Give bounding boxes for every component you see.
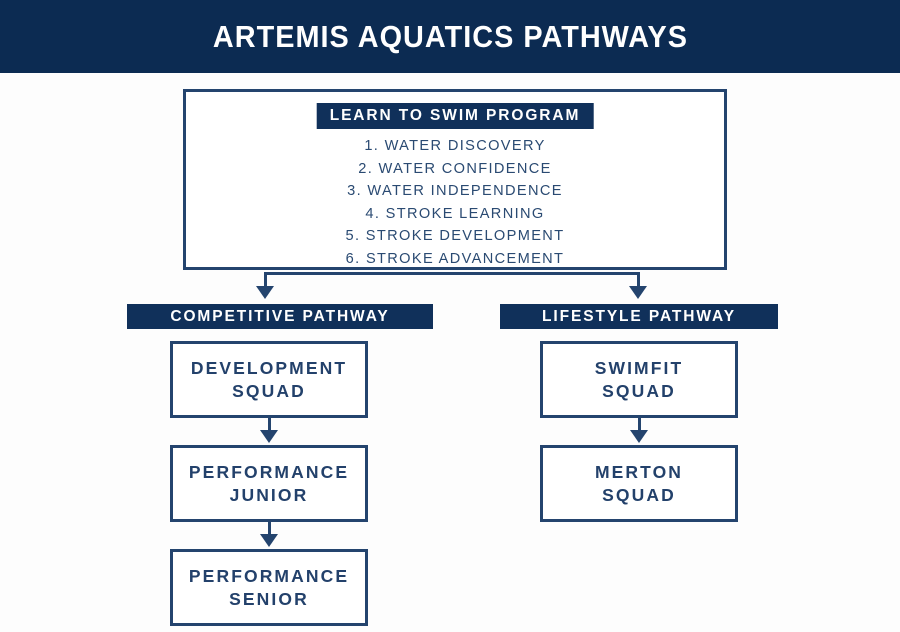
- list-item: 2. WATER CONFIDENCE: [358, 160, 552, 177]
- connector-stem-competitive: [264, 272, 267, 287]
- squad-label: SWIMFIT SQUAD: [594, 357, 684, 401]
- arrow-down-icon-lifestyle: [629, 286, 647, 299]
- list-item: 6. STROKE ADVANCEMENT: [345, 250, 565, 267]
- connector-stem-development-to-junior: [268, 418, 271, 432]
- squad-label: MERTON SQUAD: [594, 461, 684, 505]
- learn-to-swim-stage-list: 1. WATER DISCOVERY 2. WATER CONFIDENCE 3…: [186, 135, 724, 271]
- squad-label: PERFORMANCE JUNIOR: [188, 461, 350, 505]
- arrow-down-icon-development-to-junior: [260, 430, 278, 443]
- banner-lifestyle-pathway: LIFESTYLE PATHWAY: [500, 304, 778, 329]
- squad-label: PERFORMANCE SENIOR: [188, 565, 350, 609]
- learn-to-swim-program-box: LEARN TO SWIM PROGRAM 1. WATER DISCOVERY…: [183, 89, 727, 270]
- arrow-down-icon-junior-to-senior: [260, 534, 278, 547]
- squad-box-development: DEVELOPMENT SQUAD: [170, 341, 368, 418]
- header-bar: ARTEMIS AQUATICS PATHWAYS: [0, 0, 900, 73]
- learn-to-swim-banner: LEARN TO SWIM PROGRAM: [316, 103, 594, 130]
- connector-stem-lifestyle: [637, 272, 640, 287]
- connector-stem-junior-to-senior: [268, 522, 271, 536]
- squad-box-performance-junior: PERFORMANCE JUNIOR: [170, 445, 368, 522]
- squad-label: DEVELOPMENT SQUAD: [190, 357, 348, 401]
- page-title: ARTEMIS AQUATICS PATHWAYS: [212, 18, 688, 54]
- arrow-down-icon-competitive: [256, 286, 274, 299]
- list-item: 1. WATER DISCOVERY: [364, 138, 546, 154]
- squad-box-performance-senior: PERFORMANCE SENIOR: [170, 549, 368, 626]
- squad-box-merton: MERTON SQUAD: [540, 445, 738, 522]
- connector-stem-swimfit-to-merton: [638, 418, 641, 432]
- list-item: 3. WATER INDEPENDENCE: [347, 183, 563, 200]
- connector-horizontal-rail: [264, 272, 640, 275]
- list-item: 4. STROKE LEARNING: [365, 205, 545, 222]
- squad-box-swimfit: SWIMFIT SQUAD: [540, 341, 738, 418]
- list-item: 5. STROKE DEVELOPMENT: [345, 228, 565, 245]
- banner-competitive-pathway: COMPETITIVE PATHWAY: [127, 304, 433, 329]
- arrow-down-icon-swimfit-to-merton: [630, 430, 648, 443]
